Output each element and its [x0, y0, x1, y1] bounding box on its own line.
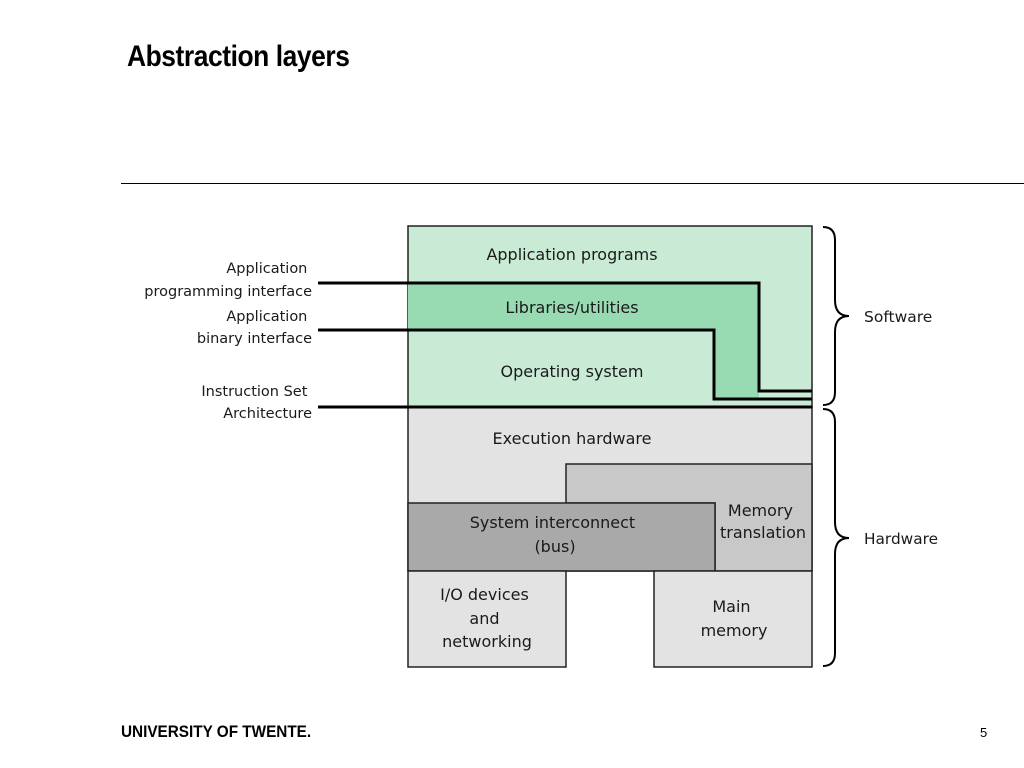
slide-title: Abstraction layers: [127, 40, 350, 73]
abi-line: [318, 328, 812, 401]
university-logo-text: UNIVERSITY OF TWENTE.: [121, 722, 312, 741]
execution-hardware-label: Execution hardware: [493, 429, 652, 448]
system-interconnect-label: System interconnect (bus): [470, 513, 641, 556]
title-divider: [121, 183, 1024, 184]
io-devices-label: I/O devices and networking: [440, 585, 534, 651]
operating-system-label: Operating system: [501, 362, 644, 381]
software-brace: [822, 226, 850, 406]
hardware-brace: [822, 408, 850, 667]
api-label: Application programming interface: [144, 261, 312, 300]
hardware-group-label: Hardware: [864, 530, 938, 548]
main-memory-layer: [653, 570, 813, 668]
system-interconnect-layer: [407, 502, 716, 572]
page-number: 5: [980, 725, 988, 740]
main-memory-label: Main memory: [701, 597, 768, 640]
libraries-utilities-label: Libraries/utilities: [505, 298, 638, 317]
api-line: [318, 281, 812, 393]
abi-label: Application binary interface: [197, 309, 312, 347]
memory-translation-label: Memory translation: [720, 501, 806, 542]
libraries-utilities-layer: [408, 283, 759, 398]
software-group-label: Software: [864, 308, 932, 326]
application-programs-label: Application programs: [486, 245, 657, 264]
io-devices-layer: [407, 570, 567, 668]
isa-label: Instruction Set Architecture: [201, 384, 312, 422]
